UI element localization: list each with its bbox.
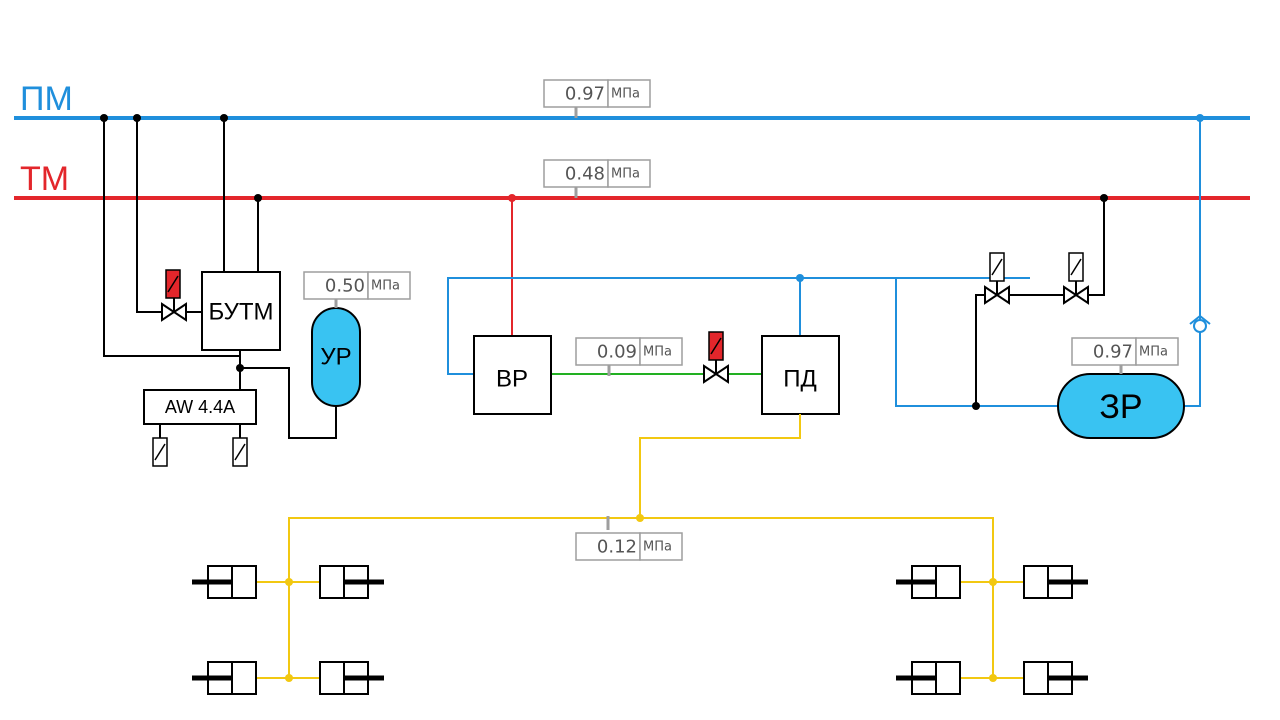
middle-valve-group: ВР ПД <box>447 194 1030 415</box>
cyl-gauge-value-box <box>575 532 641 561</box>
wire-butm-to-ur <box>240 367 337 439</box>
tm-gauge-value: 0.48 <box>565 164 605 185</box>
cyl-gauge-unit: МПа <box>643 540 672 555</box>
wire-pm-to-valve <box>136 118 162 313</box>
gate-valve-icon[interactable] <box>1063 281 1089 305</box>
wire-valve-to-tm <box>1088 198 1105 296</box>
junction-node <box>508 194 516 202</box>
brake-cylinder-icon[interactable] <box>192 565 257 599</box>
brake-cylinder-icon[interactable] <box>319 661 384 695</box>
butm-unit[interactable] <box>201 271 281 351</box>
zr-gauge-value-box <box>1071 337 1137 366</box>
aw-unit[interactable] <box>143 389 257 425</box>
tm-gauge-unit-box <box>607 159 651 188</box>
tm-pressure-gauge: 0.48 МПа <box>543 159 651 198</box>
brake-cylinder-icon[interactable] <box>896 661 961 695</box>
junction-node <box>989 674 997 682</box>
cyl-gauge-value: 0.12 <box>597 537 637 558</box>
brake-cylinder-icon[interactable] <box>896 565 961 599</box>
zr-to-pm <box>1184 118 1201 407</box>
solenoid-coil-icon[interactable] <box>232 437 248 467</box>
solenoid-coil-icon[interactable] <box>1068 252 1084 282</box>
vr-label: ВР <box>496 366 528 393</box>
ur-gauge-value: 0.50 <box>325 276 365 297</box>
solenoid-coil-icon[interactable] <box>989 252 1005 282</box>
pm-gauge-unit-box <box>607 79 651 108</box>
gate-valve-icon[interactable] <box>161 298 187 322</box>
pm-gauge-unit: МПа <box>611 87 640 102</box>
junction-node <box>254 194 262 202</box>
vr-gauge-value: 0.09 <box>597 342 637 363</box>
vr-unit[interactable] <box>473 335 552 415</box>
junction-node <box>989 578 997 586</box>
pm-pressure-gauge: 0.97 МПа <box>543 79 651 118</box>
pm-line-label: ПМ <box>20 80 73 118</box>
butm-label: БУТМ <box>208 299 273 326</box>
junction-node <box>133 114 141 122</box>
ur-gauge-value-box <box>303 271 369 300</box>
zr-gauge-unit-box <box>1135 337 1179 366</box>
junction-node <box>285 674 293 682</box>
zr-label: ЗР <box>1099 388 1142 426</box>
junction-node <box>796 274 804 282</box>
supply-pipe-top <box>447 277 1030 375</box>
zr-gauge-value: 0.97 <box>1093 342 1133 363</box>
brake-cylinder-icon[interactable] <box>319 565 384 599</box>
tm-line-label: ТМ <box>20 160 69 198</box>
zr-gauge-unit: МПа <box>1139 345 1168 360</box>
check-valve-icon[interactable] <box>1189 314 1211 333</box>
ur-gauge-unit-box <box>367 271 411 300</box>
gate-valve-icon[interactable] <box>984 281 1010 305</box>
junction-node <box>1196 114 1204 122</box>
aw-label: AW 4.4A <box>165 397 235 417</box>
ur-label: УР <box>320 344 351 371</box>
junction-node <box>236 364 244 372</box>
brake-cylinder-icon[interactable] <box>1023 565 1088 599</box>
pm-gauge-value: 0.97 <box>565 84 605 105</box>
junction-node <box>100 114 108 122</box>
junction-node <box>285 578 293 586</box>
junction-node <box>636 514 644 522</box>
pd-label: ПД <box>783 366 817 393</box>
vr-gauge-value-box <box>575 337 641 366</box>
junction-node <box>972 402 980 410</box>
cylinder-pressure-gauge: 0.12 МПа <box>575 532 683 561</box>
vr-gauge-unit: МПа <box>643 345 672 360</box>
right-reservoir-group: ЗР <box>895 114 1211 439</box>
left-control-group: БУТМ AW 4.4A УР <box>100 114 361 467</box>
tm-gauge-value-box <box>543 159 609 188</box>
pd-to-cylinders <box>639 414 801 518</box>
vr-out-pressure-gauge: 0.09 МПа <box>575 337 683 366</box>
brake-cylinder-icon[interactable] <box>192 661 257 695</box>
brake-cylinder-icon[interactable] <box>1023 661 1088 695</box>
ur-gauge-unit: МПа <box>371 279 400 294</box>
cyl-gauge-unit-box <box>639 532 683 561</box>
tm-gauge-unit: МПа <box>611 167 640 182</box>
solenoid-coil-icon[interactable] <box>152 437 168 467</box>
ur-pressure-gauge: 0.50 МПа <box>303 271 411 300</box>
vr-gauge-unit-box <box>639 337 683 366</box>
junction-node <box>1100 194 1108 202</box>
solenoid-coil-icon[interactable] <box>165 269 181 299</box>
gate-valve-icon[interactable] <box>703 360 729 384</box>
wire-pm-to-aw <box>103 118 240 357</box>
brake-cylinder-network <box>192 414 1088 695</box>
junction-node <box>220 114 228 122</box>
pd-unit[interactable] <box>761 335 840 415</box>
wire-zr-to-valve <box>975 294 985 406</box>
solenoid-coil-icon[interactable] <box>708 331 724 361</box>
zr-pressure-gauge: 0.97 МПа <box>1071 337 1179 366</box>
